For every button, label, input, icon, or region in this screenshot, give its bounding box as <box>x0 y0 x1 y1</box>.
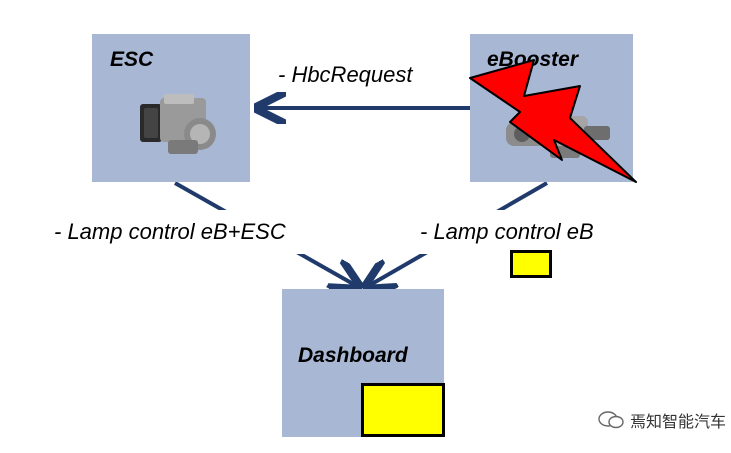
lamp-indicator-small <box>510 250 552 278</box>
chat-bubble-icon <box>598 411 624 429</box>
esc-title: ESC <box>110 48 154 71</box>
lamp-indicator-large <box>361 383 445 437</box>
watermark-text: 焉知智能汽车 <box>630 412 727 431</box>
abs-esc-module-icon <box>140 94 216 154</box>
lamp-control-eb-esc-label: - Lamp control eB+ESC <box>38 210 352 254</box>
lamp-control-eb-label: - Lamp control eB <box>404 210 648 254</box>
dashboard-title: Dashboard <box>298 344 408 367</box>
lightning-bolt-icon <box>469 59 637 183</box>
watermark: 焉知智能汽车 <box>598 408 726 432</box>
esc-box: ESC <box>92 34 250 182</box>
hbc-request-label: - HbcRequest <box>278 62 413 87</box>
